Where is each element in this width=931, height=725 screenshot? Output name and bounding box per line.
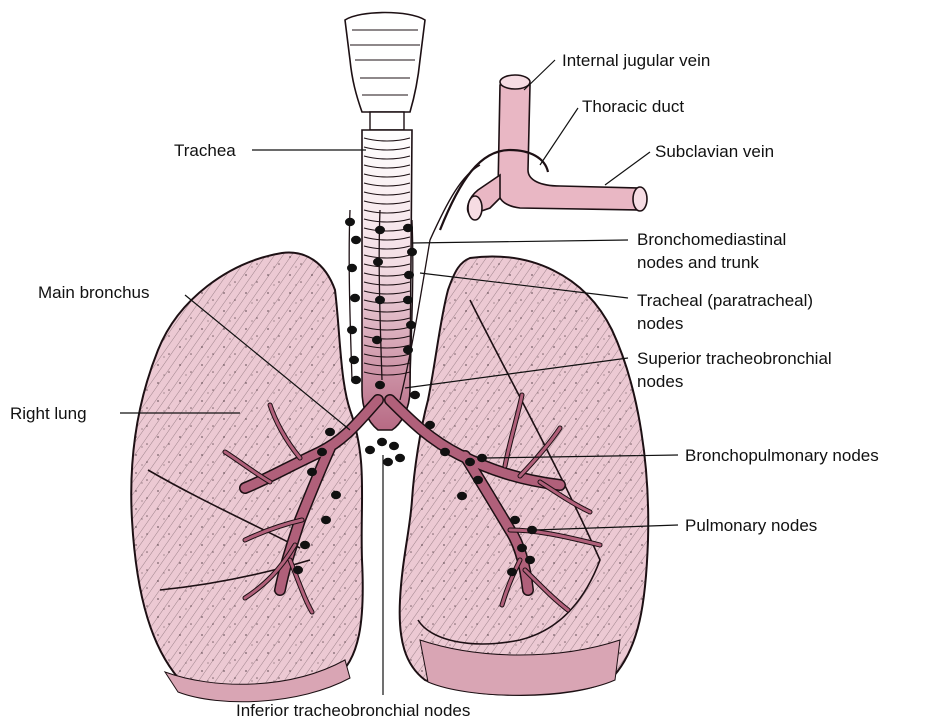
lymph-node xyxy=(440,448,450,456)
lymph-node xyxy=(377,438,387,446)
lymph-node xyxy=(403,296,413,304)
label-main-bronchus: Main bronchus xyxy=(38,282,150,303)
lymph-node xyxy=(345,218,355,226)
lymph-node xyxy=(293,566,303,574)
label-inferior-tracheobronchial-nodes: Inferior tracheobronchial nodes xyxy=(236,700,470,721)
lymph-node xyxy=(375,381,385,389)
lymph-node xyxy=(383,458,393,466)
lymph-node xyxy=(365,446,375,454)
label-superior-tracheobronchial-line1: Superior tracheobronchial xyxy=(637,348,832,369)
lymph-node xyxy=(389,442,399,450)
lymph-node xyxy=(351,376,361,384)
lymph-node xyxy=(457,492,467,500)
lymph-node xyxy=(425,421,435,429)
lymph-node xyxy=(403,224,413,232)
lymph-node xyxy=(473,476,483,484)
label-thoracic-duct: Thoracic duct xyxy=(582,96,684,117)
lymph-node xyxy=(349,356,359,364)
label-subclavian-vein: Subclavian vein xyxy=(655,141,774,162)
leader-bronchomediastinal xyxy=(412,240,628,243)
lymph-node xyxy=(403,346,413,354)
leader-internal-jugular-vein xyxy=(524,60,555,90)
right-lung xyxy=(131,253,363,702)
label-tracheal-line2: nodes xyxy=(637,313,683,334)
lymph-node xyxy=(351,236,361,244)
lymph-node xyxy=(331,491,341,499)
label-bronchomediastinal-line1: Bronchomediastinal xyxy=(637,229,786,250)
lymph-node xyxy=(350,294,360,302)
label-bronchopulmonary-nodes: Bronchopulmonary nodes xyxy=(685,445,879,466)
lymph-node xyxy=(373,258,383,266)
label-right-lung: Right lung xyxy=(10,403,87,424)
label-internal-jugular-vein: Internal jugular vein xyxy=(562,50,710,71)
lymph-node xyxy=(372,336,382,344)
lymph-node xyxy=(395,454,405,462)
label-superior-tracheobronchial-line2: nodes xyxy=(637,371,683,392)
leader-subclavian-vein xyxy=(605,152,650,185)
lymph-node xyxy=(325,428,335,436)
lymph-node xyxy=(406,321,416,329)
lymph-node xyxy=(347,264,357,272)
label-tracheal-line1: Tracheal (paratracheal) xyxy=(637,290,813,311)
label-trachea: Trachea xyxy=(174,140,236,161)
lymph-node xyxy=(321,516,331,524)
lymph-node xyxy=(375,226,385,234)
lymph-node xyxy=(410,391,420,399)
lymph-node xyxy=(525,556,535,564)
label-pulmonary-nodes: Pulmonary nodes xyxy=(685,515,817,536)
lymph-node xyxy=(307,468,317,476)
lymph-node xyxy=(407,248,417,256)
lymph-node xyxy=(347,326,357,334)
lymph-node xyxy=(404,271,414,279)
lymph-node xyxy=(510,516,520,524)
lymph-node xyxy=(300,541,310,549)
leader-thoracic-duct xyxy=(540,108,578,165)
trachea xyxy=(345,13,425,431)
lymph-node xyxy=(507,568,517,576)
lymph-node xyxy=(465,458,475,466)
label-bronchomediastinal-line2: nodes and trunk xyxy=(637,252,759,273)
lymph-node xyxy=(375,296,385,304)
lymph-node xyxy=(317,448,327,456)
lymph-node xyxy=(517,544,527,552)
